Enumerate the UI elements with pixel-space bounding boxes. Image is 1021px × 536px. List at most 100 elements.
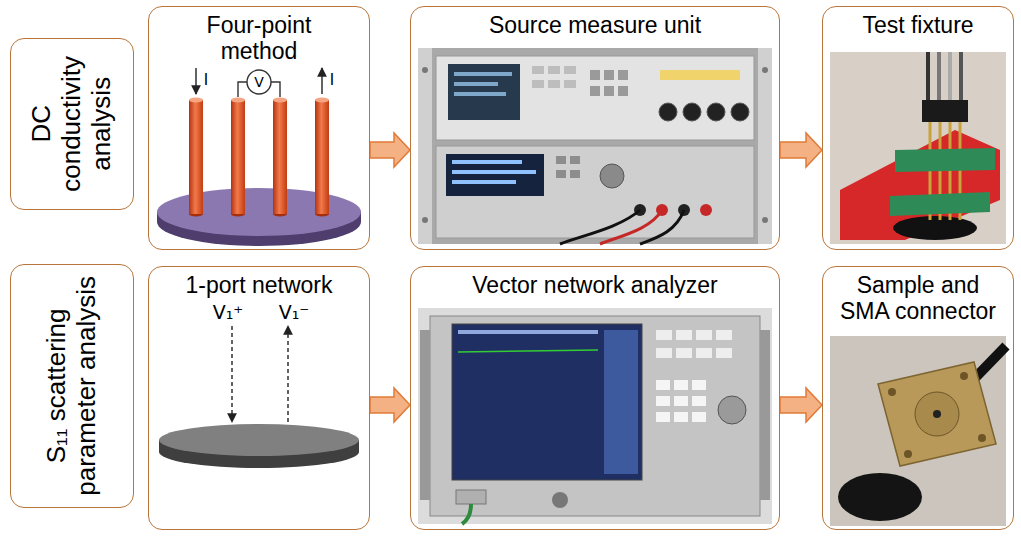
vector-network-analyzer-photo-part (676, 330, 692, 340)
four-point-probe-figure-part (271, 82, 280, 97)
flow-arrow (780, 133, 822, 167)
four-point-probe-figure-part (189, 98, 203, 103)
vector-network-analyzer-photo-part (458, 350, 598, 352)
source-measure-unit-photo-part (660, 70, 740, 80)
source-measure-unit-photo-part (422, 67, 428, 73)
test-fixture-photo-part (959, 52, 963, 100)
source-measure-unit-photo-part (452, 170, 536, 174)
sma-connector-photo-part (933, 410, 941, 418)
test-fixture-photo (830, 52, 1006, 244)
row-label: S₁₁ scattering parameter analysis (10, 264, 134, 508)
four-point-probe-figure-part (315, 98, 329, 103)
test-fixture-photo-part (922, 100, 968, 122)
current-label: I (330, 71, 334, 89)
source-measure-unit-photo-part (556, 156, 566, 164)
vector-network-analyzer-photo-part (692, 412, 706, 422)
source-measure-unit-photo-part (446, 154, 544, 196)
four-point-probe-figure-part (157, 188, 361, 236)
source-measure-unit-photo-part (532, 66, 544, 74)
source-measure-unit-photo-part (564, 66, 576, 74)
vector-network-analyzer-photo-part (696, 330, 712, 340)
panel-title: Test fixture (834, 13, 1002, 39)
source-measure-unit-photo-part (418, 48, 432, 244)
row-title: S₁₁ scattering parameter analysis (42, 274, 102, 498)
instrument-panel: Vector network analyzer (410, 266, 780, 530)
source-measure-unit-photo-part (564, 80, 576, 88)
source-measure-unit-photo-part (548, 66, 560, 74)
source-measure-unit-photo-part (452, 160, 522, 164)
source-measure-unit-photo-part (454, 72, 512, 76)
vector-network-analyzer-photo-part (452, 324, 642, 480)
panel-title: Four-point method (184, 13, 334, 65)
signal-label: V₁⁻ (279, 301, 310, 323)
source-measure-unit-photo-part (436, 146, 754, 238)
test-fixture-photo-part (890, 192, 990, 216)
vector-network-analyzer-photo-part (456, 490, 486, 504)
four-point-probe-figure-part (273, 100, 287, 214)
source-measure-unit-photo-part (532, 80, 544, 88)
four-point-probe-figure-part (315, 100, 329, 214)
vector-network-analyzer-photo-part (718, 396, 746, 424)
source-measure-unit-photo-part (707, 103, 725, 121)
source-measure-unit-photo-part (659, 103, 677, 121)
source-measure-unit-photo-part (548, 80, 560, 88)
vector-network-analyzer-photo-part (604, 330, 638, 474)
sma-connector-photo-part (878, 362, 996, 466)
vector-network-analyzer-photo-part (656, 330, 672, 340)
method-panel: 1-port network (148, 266, 370, 530)
sma-connector-photo-part (830, 336, 1006, 526)
vector-network-analyzer-photo-part (462, 504, 471, 524)
instrument-panel: Source measure unit (410, 6, 780, 250)
four-point-probe-figure-part (231, 98, 245, 103)
four-point-probe-figure-part (273, 98, 287, 103)
source-measure-unit-photo-part (640, 210, 684, 244)
panel-title: Sample and SMA connector (834, 273, 1002, 325)
vector-network-analyzer-photo (418, 308, 772, 524)
four-point-probe-figure (157, 68, 361, 246)
vector-network-analyzer-photo-part (656, 412, 670, 422)
source-measure-unit-photo (418, 48, 772, 244)
vector-network-analyzer-photo-part (716, 348, 732, 358)
test-fixture-photo-part (840, 130, 1000, 240)
source-measure-unit-photo-part (618, 86, 628, 96)
source-measure-unit-photo-part (618, 70, 628, 80)
signal-label: V₁⁺ (213, 301, 244, 323)
source-measure-unit-photo-part (452, 180, 516, 184)
test-fixture-photo-part (893, 216, 977, 240)
source-measure-unit-photo-part (600, 164, 624, 188)
vector-network-analyzer-photo-part (418, 308, 772, 524)
panel-title: Vector network analyzer (425, 273, 765, 299)
test-fixture-photo-part (830, 52, 1006, 244)
sma-connector-photo-part (888, 388, 896, 396)
vector-network-analyzer-photo-part (674, 380, 688, 390)
test-fixture-photo-part (948, 52, 952, 100)
vector-network-analyzer-photo-part (674, 396, 688, 406)
test-fixture-photo-part (926, 52, 930, 100)
test-fixture-photo-part (895, 148, 995, 172)
vector-network-analyzer-photo-part (458, 330, 598, 334)
source-measure-unit-photo-part (762, 217, 768, 223)
four-point-probe-figure-part (321, 68, 322, 94)
source-measure-unit-photo-part (570, 156, 580, 164)
source-measure-unit-photo-part (422, 217, 428, 223)
four-point-probe-figure-part (247, 70, 271, 94)
current-label: I (204, 71, 208, 89)
four-point-probe-figure-part (195, 68, 196, 94)
one-port-network-figure-part (287, 326, 288, 422)
one-port-network-figure-part (159, 424, 359, 456)
one-port-network-figure (159, 326, 359, 468)
vector-network-analyzer-photo-part (552, 492, 568, 508)
vector-network-analyzer-photo-part (692, 396, 706, 406)
sma-connector-photo-part (915, 392, 959, 436)
flow-arrow (780, 388, 822, 422)
four-point-probe-figure-part (189, 100, 203, 214)
vector-network-analyzer-photo-part (430, 316, 760, 516)
source-measure-unit-photo-part (683, 103, 701, 121)
panel-title: Source measure unit (425, 13, 765, 39)
voltage-label: V (254, 74, 264, 90)
sma-connector-photo (830, 336, 1006, 526)
vector-network-analyzer-photo-part (716, 330, 732, 340)
